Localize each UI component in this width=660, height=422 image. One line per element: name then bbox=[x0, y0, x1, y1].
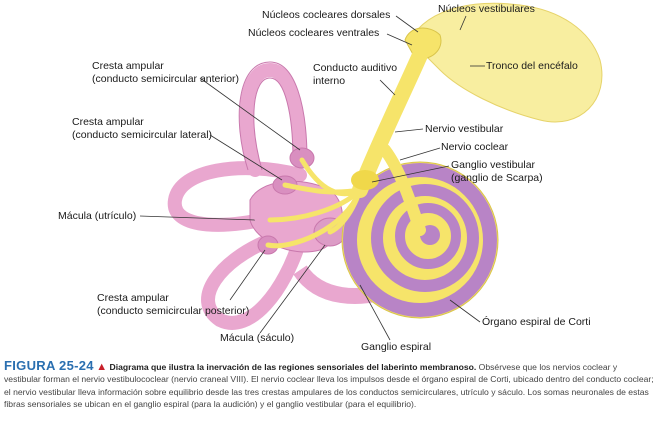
vestibular-ganglion bbox=[351, 170, 379, 190]
caption-body: Obsérvese que los nervios coclear y vest… bbox=[4, 362, 654, 409]
label-ganglio-espiral: Ganglio espiral bbox=[361, 341, 432, 353]
semicircular-canals bbox=[167, 62, 307, 330]
label-line: Cresta ampular bbox=[72, 116, 144, 128]
label-macula-utriculo: Mácula (utrículo) bbox=[58, 210, 137, 222]
label-line: Cresta ampular bbox=[92, 60, 164, 72]
caption-title: Diagrama que ilustra la inervación de la… bbox=[109, 362, 477, 372]
label-line: Conducto auditivo bbox=[313, 62, 398, 74]
label-line: (conducto semicircular posterior) bbox=[97, 304, 250, 317]
figure-number: FIGURA 25-24 bbox=[4, 358, 94, 373]
label-line: interno bbox=[313, 74, 346, 87]
label-nucleos-dorsales: Núcleos cocleares dorsales bbox=[262, 9, 391, 21]
label-line: (conducto semicircular lateral) bbox=[72, 128, 213, 141]
label-nervio-coclear: Nervio coclear bbox=[441, 141, 509, 153]
vestibulocochlear-nerve bbox=[265, 47, 428, 249]
label-organo-corti: Órgano espiral de Corti bbox=[482, 316, 591, 328]
figure-caption: FIGURA 25-24 ▲ Diagrama que ilustra la i… bbox=[4, 358, 656, 410]
label-line: Cresta ampular bbox=[97, 292, 169, 304]
label-nucleos-vestibulares: Núcleos vestibulares bbox=[438, 3, 535, 15]
label-nervio-vestibular: Nervio vestibular bbox=[425, 123, 504, 135]
label-line: Ganglio vestibular bbox=[451, 159, 536, 171]
inner-ear-illustration bbox=[139, 2, 603, 341]
brainstem bbox=[409, 2, 603, 123]
label-ganglio-vestibular: Ganglio vestibular(ganglio de Scarpa) bbox=[451, 159, 543, 184]
leader-lines bbox=[139, 15, 485, 341]
label-nucleos-ventrales: Núcleos cocleares ventrales bbox=[248, 27, 380, 39]
label-tronco: Tronco del encéfalo bbox=[486, 60, 578, 72]
cochlea bbox=[293, 161, 499, 319]
label-cresta-lateral: Cresta ampular(conducto semicircular lat… bbox=[72, 116, 212, 141]
label-macula-saculo: Mácula (sáculo) bbox=[220, 332, 295, 344]
label-line: (ganglio de Scarpa) bbox=[451, 171, 543, 184]
label-cresta-anterior: Cresta ampular(conducto semicircular ant… bbox=[92, 60, 239, 85]
label-line: (conducto semicircular anterior) bbox=[92, 72, 240, 85]
label-cresta-posterior: Cresta ampular(conducto semicircular pos… bbox=[97, 292, 249, 317]
triangle-marker-icon: ▲ bbox=[96, 361, 108, 373]
